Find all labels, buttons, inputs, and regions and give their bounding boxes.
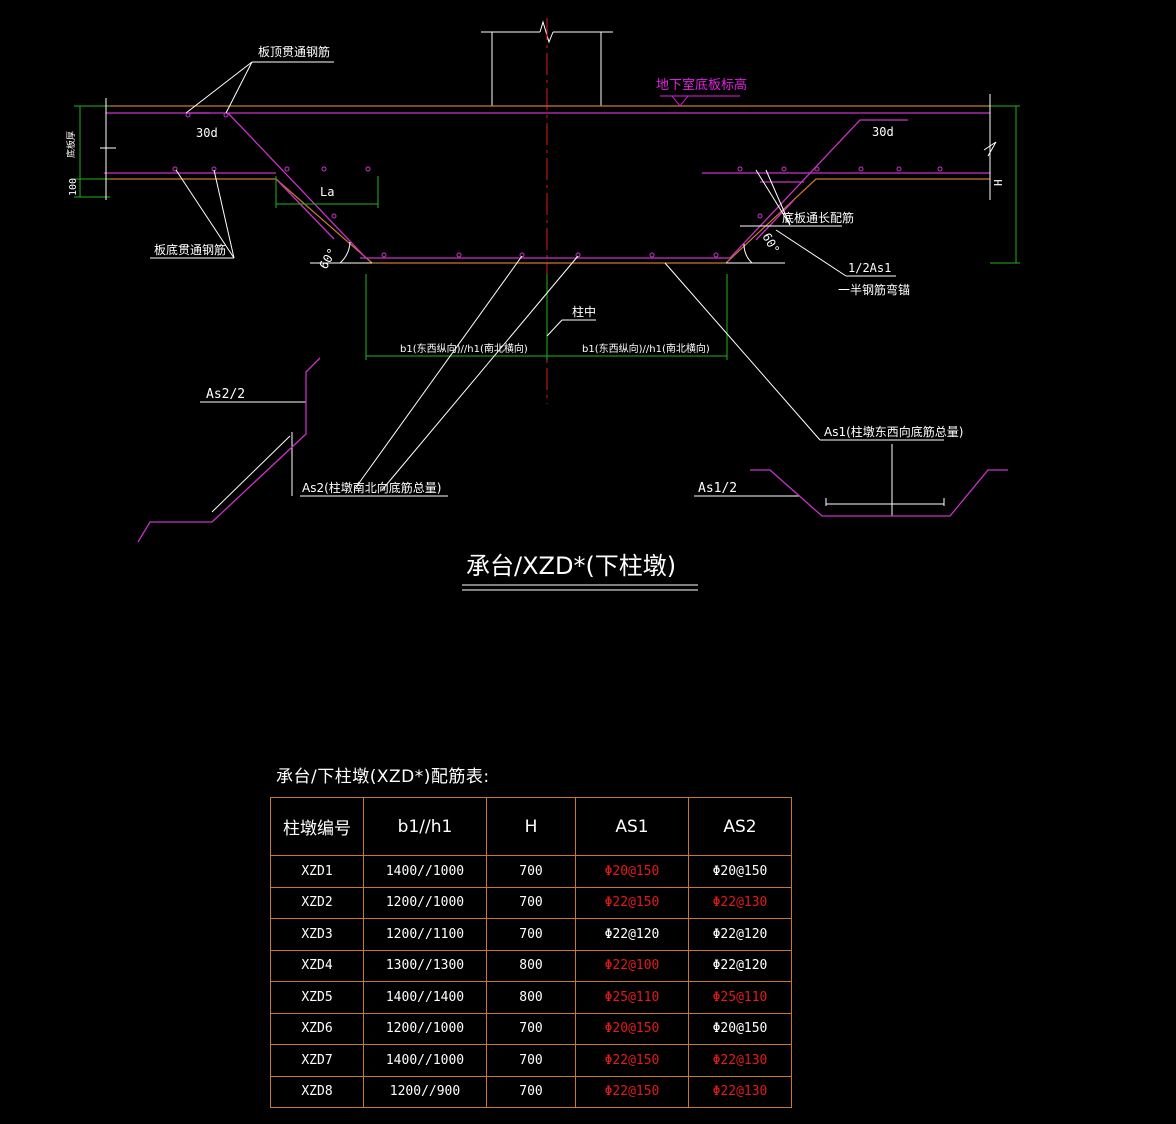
cell-as1: Φ22@150 <box>575 1044 689 1077</box>
label-as1-total: As1(柱墩东西向底筋总量) <box>824 424 963 439</box>
cell-id: XZD6 <box>270 1012 364 1045</box>
cell-id: XZD5 <box>270 981 364 1014</box>
rebar-dots <box>172 112 943 258</box>
as1-half-bar <box>750 469 1008 517</box>
break-lines <box>100 94 997 200</box>
cell-b1h1: 1400//1000 <box>363 1044 487 1077</box>
cell-b1h1: 1300//1300 <box>363 949 487 982</box>
label-column-center: 柱中 <box>572 304 596 319</box>
cell-as2: Φ22@120 <box>688 949 792 982</box>
cell-b1h1: 1400//1400 <box>363 981 487 1014</box>
label-half-bent-anchor: 一半钢筋弯锚 <box>838 282 910 297</box>
label-bottom-long-rebar: 底板通长配筋 <box>782 210 854 225</box>
label-as2-total: As2(柱墩南北向底筋总量) <box>302 480 441 495</box>
cell-as2: Φ22@130 <box>688 1075 792 1108</box>
label-as1-half: As1/2 <box>698 481 737 496</box>
label-half-as1: 1/2As1 <box>848 261 891 275</box>
table-header-row: 柱墩编号 b1//h1 H AS1 AS2 <box>270 797 792 856</box>
section-drawing: 板顶贯通钢筋 地下室底板标高 30d 30d La 板底贯通钢筋 底板厚 100… <box>65 18 1020 591</box>
cell-b1h1: 1200//1100 <box>363 918 487 951</box>
label-anchor-right: 30d <box>872 125 894 139</box>
cell-as2: Φ22@120 <box>688 918 792 951</box>
cell-as1: Φ20@150 <box>575 855 689 888</box>
cell-id: XZD4 <box>270 949 364 982</box>
cell-b1h1: 1200//1000 <box>363 1012 487 1045</box>
label-as2-half: As2/2 <box>206 387 245 402</box>
cell-id: XZD3 <box>270 918 364 951</box>
cell-b1h1: 1400//1000 <box>363 855 487 888</box>
cell-as2: Φ22@130 <box>688 886 792 919</box>
cell-as1: Φ22@120 <box>575 918 689 951</box>
cell-H: 700 <box>486 918 576 951</box>
cell-as2: Φ20@150 <box>688 855 792 888</box>
cell-as2: Φ25@110 <box>688 981 792 1014</box>
header-as1: AS1 <box>575 797 689 856</box>
label-la: La <box>320 185 334 199</box>
dimension-lines <box>74 105 1020 360</box>
header-b1h1: b1//h1 <box>363 797 487 856</box>
cell-b1h1: 1200//1000 <box>363 886 487 919</box>
drawing-title: 承台/XZD*(下柱墩) <box>466 552 676 580</box>
label-basement-level: 地下室底板标高 <box>656 77 747 93</box>
cell-as2: Φ22@130 <box>688 1044 792 1077</box>
cell-as2: Φ20@150 <box>688 1012 792 1045</box>
label-angle-left: 60° <box>316 246 339 272</box>
table-title: 承台/下柱墩(XZD*)配筋表: <box>276 767 490 787</box>
cell-H: 800 <box>486 981 576 1014</box>
cell-id: XZD1 <box>270 855 364 888</box>
cell-H: 700 <box>486 1012 576 1045</box>
cell-H: 700 <box>486 886 576 919</box>
rebar-lines <box>104 112 990 259</box>
header-as2: AS2 <box>688 797 792 856</box>
cell-id: XZD8 <box>270 1075 364 1108</box>
label-b1-left: b1(东西纵向)//h1(南北横向) <box>400 342 528 355</box>
cell-H: 800 <box>486 949 576 982</box>
cell-b1h1: 1200//900 <box>363 1075 487 1108</box>
header-H: H <box>486 797 576 856</box>
cell-id: XZD7 <box>270 1044 364 1077</box>
leader-lines <box>150 61 944 516</box>
label-bottom-rebar: 板底贯通钢筋 <box>154 242 226 257</box>
label-dim-H: H <box>992 179 1005 186</box>
cell-H: 700 <box>486 1075 576 1108</box>
cell-as1: Φ20@150 <box>575 1012 689 1045</box>
label-top-rebar: 板顶贯通钢筋 <box>258 44 330 59</box>
level-marker <box>660 95 740 107</box>
label-anchor-left: 30d <box>196 126 218 140</box>
cell-id: XZD2 <box>270 886 364 919</box>
label-slab-thickness: 底板厚 <box>65 131 77 158</box>
cell-as1: Φ22@100 <box>575 949 689 982</box>
as1-half-guide <box>825 498 945 506</box>
label-dim-100: 100 <box>68 178 79 196</box>
as2-half-guide <box>211 435 291 513</box>
as2-half-bar <box>137 357 321 543</box>
angle-markers <box>310 241 785 264</box>
cell-H: 700 <box>486 855 576 888</box>
cell-as1: Φ22@150 <box>575 886 689 919</box>
cell-H: 700 <box>486 1044 576 1077</box>
label-angle-right: 60° <box>759 231 782 257</box>
label-b1-right: b1(东西纵向)//h1(南北横向) <box>582 342 710 355</box>
cell-as1: Φ25@110 <box>575 981 689 1014</box>
slab-outline <box>106 105 990 264</box>
header-id: 柱墩编号 <box>270 797 364 856</box>
cell-as1: Φ22@150 <box>575 1075 689 1108</box>
column-stub <box>481 20 613 106</box>
